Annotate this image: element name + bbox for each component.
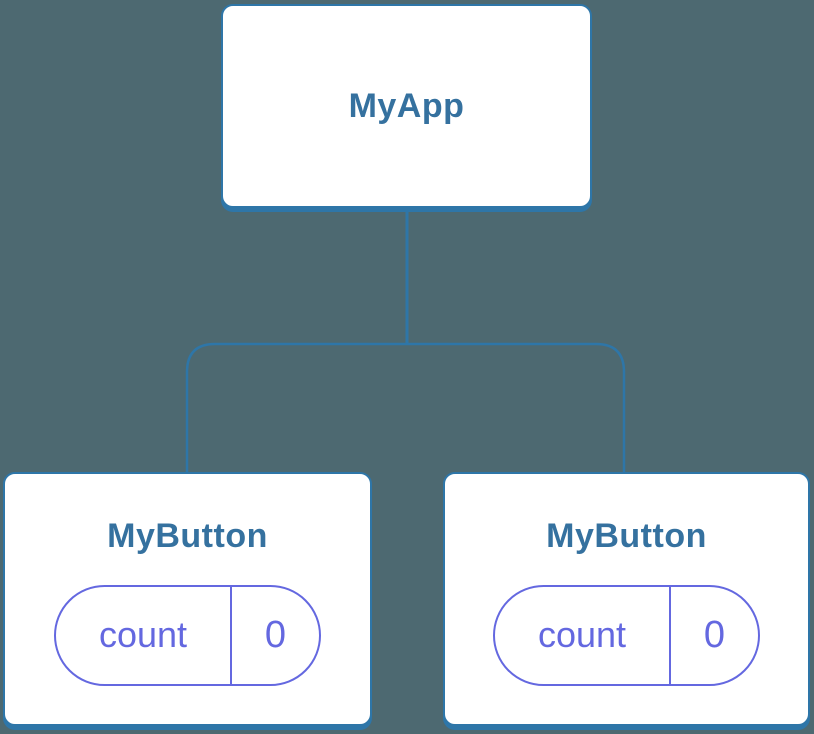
state-key: count — [495, 586, 671, 684]
state-value: 0 — [703, 613, 726, 656]
component-node-child-left: MyButton count 0 — [3, 472, 372, 726]
state-pill: count 0 — [54, 584, 321, 686]
state-pill: count 0 — [493, 584, 760, 686]
component-node-child-right: MyButton count 0 — [443, 472, 810, 726]
component-name: MyApp — [348, 86, 465, 125]
component-name: MyButton — [546, 517, 707, 555]
component-name: MyButton — [107, 517, 268, 555]
connector-bracket — [185, 342, 626, 473]
state-key: count — [56, 586, 232, 684]
state-value: 0 — [264, 613, 287, 656]
component-node-root: MyApp — [221, 4, 592, 208]
